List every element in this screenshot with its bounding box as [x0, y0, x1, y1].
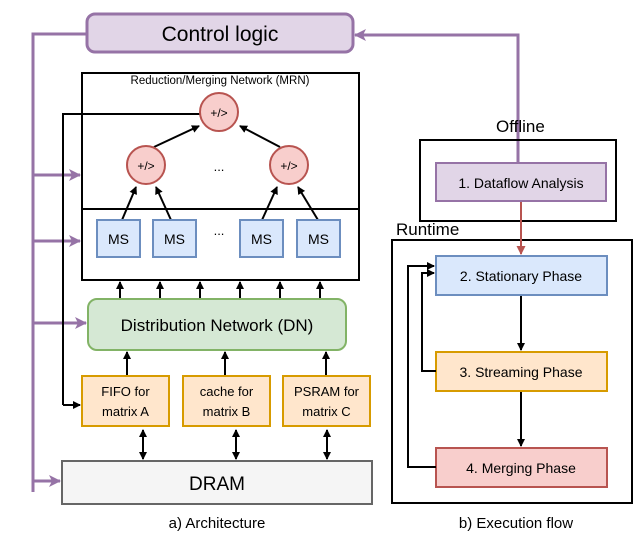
dataflow-to-control-arrow — [354, 29, 520, 163]
stationary-phase-box — [435, 255, 608, 296]
feedback-loops — [407, 262, 436, 468]
buffer-fifo-a — [81, 375, 170, 427]
offline-box — [419, 139, 617, 222]
streaming-phase-box — [435, 351, 608, 392]
distribution-network-label: Distribution Network (DN) — [121, 316, 314, 335]
buffer-psram-c — [282, 375, 371, 427]
control-left-line — [31, 32, 87, 492]
buffer-cache-b — [182, 375, 271, 427]
mrn-output-line — [62, 113, 201, 405]
control-logic-label: Control logic — [162, 23, 279, 46]
mrn-ellipsis: ... — [214, 159, 225, 174]
mrn-right-node — [269, 145, 309, 185]
svg-text:MS: MS — [251, 231, 272, 247]
streaming-feedback-arrow — [421, 269, 436, 372]
dn-to-ms-arrows — [116, 281, 324, 298]
merging-phase-label: 4. Merging Phase — [466, 460, 576, 476]
svg-text:matrix C: matrix C — [302, 404, 350, 419]
mrn-nodes: +/> +/> +/> ... — [126, 92, 309, 185]
mrn-title: Reduction/Merging Network (MRN) — [131, 75, 310, 87]
svg-text:MS: MS — [308, 231, 329, 247]
svg-text:MS: MS — [164, 231, 185, 247]
offline-label: Offline — [496, 117, 545, 136]
stationary-phase-label: 2. Stationary Phase — [460, 268, 582, 284]
ms-box-2 — [152, 219, 197, 258]
buffer-to-dn-arrows — [123, 351, 330, 375]
control-lines — [31, 29, 520, 492]
dram-label: DRAM — [189, 474, 245, 495]
svg-text:matrix B: matrix B — [203, 404, 251, 419]
merging-phase-box — [435, 447, 608, 488]
svg-text:+/>: +/> — [280, 159, 297, 173]
ms-box-4 — [296, 219, 341, 258]
caption-architecture: a) Architecture — [169, 515, 266, 532]
runtime-label: Runtime — [396, 220, 459, 239]
merging-feedback-arrow — [407, 262, 436, 468]
ms-ellipsis: ... — [214, 223, 225, 238]
dram-buffer-arrows — [139, 429, 331, 460]
mrn-tree-arrows — [62, 113, 319, 409]
streaming-phase-label: 3. Streaming Phase — [460, 364, 583, 380]
svg-text:FIFO for: FIFO for — [101, 384, 150, 399]
svg-text:PSRAM for: PSRAM for — [294, 384, 360, 399]
mrn-root-node — [199, 92, 239, 132]
caption-execution: b) Execution flow — [459, 515, 573, 532]
ms-box-3 — [239, 219, 284, 258]
dataflow-analysis-label: 1. Dataflow Analysis — [458, 175, 583, 191]
dataflow-analysis-box — [435, 162, 607, 202]
svg-text:+/>: +/> — [137, 159, 154, 173]
svg-text:matrix A: matrix A — [102, 404, 149, 419]
mrn-left-node — [126, 145, 166, 185]
svg-text:MS: MS — [108, 231, 129, 247]
svg-text:cache for: cache for — [200, 384, 254, 399]
buffers: FIFO for matrix A cache for matrix B PSR… — [81, 375, 371, 427]
svg-text:+/>: +/> — [210, 106, 227, 120]
distribution-network-box — [87, 298, 347, 351]
ms-box-1 — [96, 219, 141, 258]
runtime-box — [391, 239, 633, 504]
dram-box — [61, 460, 373, 505]
ms-row: MS MS ... MS MS — [96, 219, 341, 258]
